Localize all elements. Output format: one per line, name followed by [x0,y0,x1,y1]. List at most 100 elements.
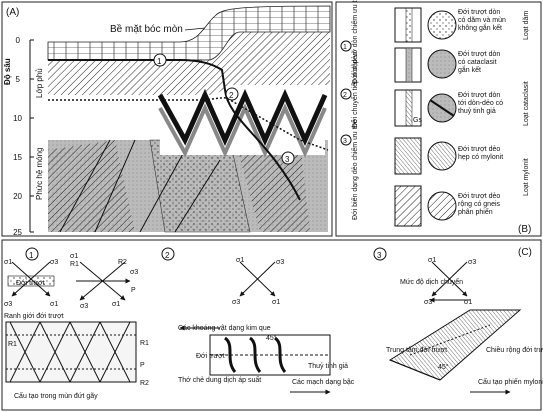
b-circle-4 [427,141,457,171]
depth-tick-0: 0 [16,36,21,45]
c1-fault-boundary: Ranh giới đới trượt [4,313,64,320]
c1-sigma3-b: σ3 [4,301,12,308]
c3-sigma3-b: σ3 [424,299,432,306]
c-sub-marker-2 [161,247,175,261]
c3-sigma3-a: σ3 [468,259,476,266]
c1-gouge-grid [5,321,137,383]
c2-sigma3-b: σ3 [232,299,240,306]
c2-sigma1-a: σ1 [236,257,244,264]
zone-marker-2 [225,87,239,101]
b-zone-marker-2 [340,88,352,100]
b-block-5 [394,185,422,227]
c3-sigma1-a: σ1 [428,257,436,264]
c1-p-grid: P [140,362,145,369]
zone-marker-3 [281,151,295,165]
depth-tick-10: 10 [13,114,22,123]
c1-sigma1-star2: σ1 [112,301,120,308]
b-circle-1 [427,10,457,40]
fold-band-2 [158,103,327,158]
c1-r2: R2 [118,259,127,266]
depth-ticks [30,39,34,233]
c1-riedel-star [76,261,131,301]
zone-marker-1 [153,53,167,67]
gs-label: Gs [413,117,422,124]
panel-c: (C) 1 Đới trượt σ1 σ3 σ3 σ1 R1 R2 σ1 σ3 … [1,239,543,411]
c3-angle-45: 45° [438,363,449,371]
c2-mineral-veins: Các khoáng vật dạng kim que [178,325,271,332]
depth-tick-5: 5 [16,75,21,84]
panel-a: (A) 1 2 3 Bề mặt bóc mòn [1,1,333,237]
b-zone-number-2: 2 [343,92,347,99]
c3-mylonite-fabric: Cấu tạo phiến mylonit [478,377,543,386]
c1-r2-grid: R2 [140,380,149,387]
c2-ladder-veins: Các mạch dạng bậc [292,379,355,386]
c2-shear-block [179,325,331,395]
basement-label: Phức hệ móng [35,148,44,201]
depth-tick-25: 25 [13,228,22,237]
brittle-ductile-boundary [48,97,329,151]
c1-stress-cross [7,261,55,297]
c2-angle-45: 45° [266,334,277,342]
basement-block-1 [48,140,135,232]
panel-a-frame [1,1,333,237]
cover-label: Lớp phủ [35,68,44,98]
fold-band-1 [157,88,328,147]
c1-sigma3-star2: σ3 [80,303,88,310]
basement-fault-1 [59,139,111,233]
b-zone-number-1: 1 [343,44,347,51]
b-circle-5 [427,191,457,221]
c2-stress-cross [239,261,276,297]
c-sub-number-2: 2 [165,251,170,260]
depth-tick-20: 20 [13,192,22,201]
shear-zone-trace [48,59,301,201]
b-zone-number-3: 3 [343,138,347,145]
c1-sigma1-a: σ1 [4,259,12,266]
panel-b-frame [335,1,542,237]
erosion-surface-label: Bề mặt bóc mòn [110,23,183,35]
c1-sigma1-star: σ1 [70,253,78,260]
c2-shear-center: Đới trượt [196,353,225,360]
b-block-4 [394,137,422,175]
series-cataclasite: Loạt cataclasit [523,81,530,126]
c1-sigma3-star: σ3 [130,269,138,276]
c-sub-number-3: 3 [377,251,382,260]
c2-pressure-solution: Thớ chẻ dung dịch áp suất [178,375,261,384]
c3-offset-degree: Mức độ dịch chuyển [400,278,463,286]
panel-c-label: (C) [518,247,532,258]
c3-mylonite-block [388,297,522,395]
basement-fault-3 [139,149,186,233]
c1-r1: R1 [70,261,79,268]
basement-fault-2 [94,139,136,233]
zone-number-3: 3 [285,155,290,164]
c1-sigma1-b: σ1 [50,301,58,308]
b-zone-marker-3 [340,134,352,146]
c3-zone-center: Trung tâm đới trượt [386,347,447,354]
c2-sigma1-b: σ1 [272,299,280,306]
b-zone-marker-1 [340,40,352,52]
c1-sigma3-a: σ3 [50,259,58,266]
zone-number-2: 2 [229,91,234,100]
c3-sigma1-b: σ1 [464,299,472,306]
series-breccia: Loạt dăm [523,11,530,40]
depth-axis-title: Độ sâu [3,58,12,85]
c2-sigma3-a: σ3 [276,259,284,266]
c1-shear-zone-label: Đới trượt [16,280,45,287]
zone-number-1: 1 [157,57,162,66]
series-mylonite: Loạt mylonit [523,158,530,196]
c1-p-star: P [131,287,136,294]
c3-zone-width: Chiều rộng đới trượt [486,345,543,354]
panel-c-frame [1,239,542,411]
b-zone-title-1: Đới dập vỡ dòn chiếm ưu thế [350,0,359,84]
panel-a-label: (A) [6,7,19,18]
c-sub-number-1: 1 [29,251,34,260]
basement-fault-4 [174,159,221,233]
